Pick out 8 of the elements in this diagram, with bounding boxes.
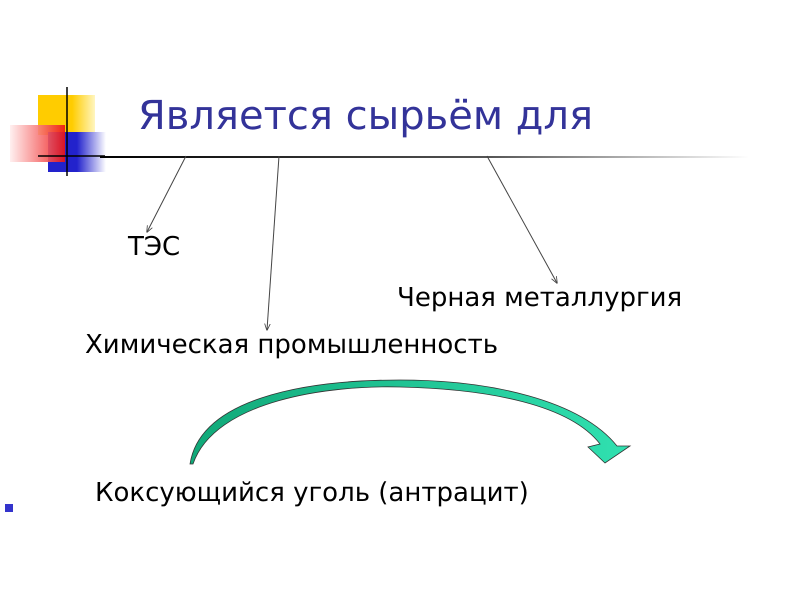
node-label: Черная металлургия [397, 283, 682, 314]
arrow [264, 156, 280, 332]
node-label: Химическая промышленность [85, 330, 498, 362]
node-label: Коксующийся уголь (антрацит) [95, 478, 529, 510]
node-label: ТЭС [128, 232, 180, 264]
arrow [146, 156, 186, 234]
heading-text: Является сырьём для [138, 92, 593, 156]
arrow [486, 156, 558, 284]
